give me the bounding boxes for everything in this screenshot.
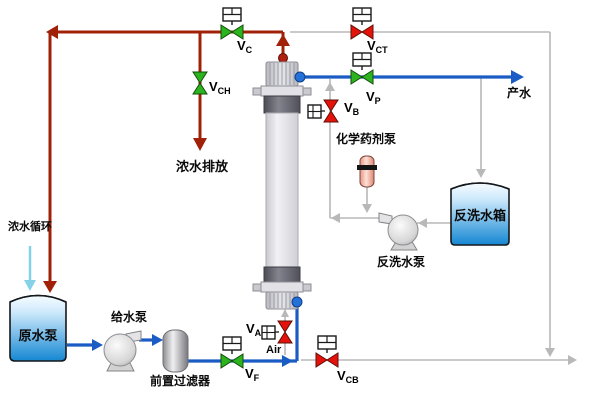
membrane-bottom-collar bbox=[263, 266, 301, 284]
label-concentrate-recycle: 浓水循环 bbox=[8, 221, 52, 233]
label-air: Air bbox=[266, 344, 282, 356]
chemical-band bbox=[357, 165, 377, 170]
arrow-riser-up bbox=[276, 34, 290, 46]
valve-vf-icon bbox=[220, 336, 244, 369]
valve-vch-tag: VCH bbox=[209, 79, 231, 96]
valve-vp-icon bbox=[350, 52, 374, 85]
arrow-backwash-left bbox=[331, 213, 340, 223]
arrow-pump-filter bbox=[152, 334, 163, 346]
valve-va-tag: VA bbox=[246, 321, 262, 338]
chemical-dosing-pump bbox=[357, 155, 377, 188]
arrow-into-backwash-tank bbox=[476, 169, 486, 178]
arrow-top-left bbox=[46, 25, 58, 39]
membrane-bottom-port-blue bbox=[291, 296, 303, 308]
label-backwash-pump: 反洗水泵 bbox=[377, 255, 426, 269]
arrow-into-raw-tank bbox=[43, 281, 57, 293]
valve-vcb-icon bbox=[315, 335, 339, 368]
valve-vcb-tag: VCB bbox=[337, 368, 359, 385]
arrow-chemical-down bbox=[362, 204, 372, 213]
membrane-body bbox=[265, 112, 299, 268]
arrow-right-drop-down bbox=[545, 348, 555, 357]
membrane-top-cap-ribs bbox=[269, 63, 295, 85]
arrow-product-right bbox=[511, 70, 524, 84]
valve-va-icon bbox=[261, 320, 293, 344]
prefilter-vessel bbox=[162, 329, 189, 373]
label-concentrate-discharge: 浓水排放 bbox=[176, 159, 229, 174]
backwash-tank-dome bbox=[450, 182, 510, 190]
membrane-top-collar bbox=[263, 95, 301, 114]
membrane-bottom-flange bbox=[260, 281, 304, 293]
arrow-backwash-up bbox=[325, 82, 335, 91]
arrow-tank-pump bbox=[92, 339, 103, 351]
label-chemical-dosing-pump: 化学药剂泵 bbox=[336, 132, 397, 146]
arrow-discharge-down bbox=[193, 138, 207, 151]
label-backwash-tank: 反洗水箱 bbox=[453, 208, 506, 223]
recycle-arrow-head bbox=[24, 280, 36, 291]
raw-water-tank bbox=[9, 294, 67, 362]
product-arrows bbox=[92, 70, 524, 367]
arrow-into-pump bbox=[418, 218, 427, 228]
chemical-cylinder bbox=[359, 155, 375, 188]
service-pipes bbox=[284, 31, 572, 361]
label-product-water: 产水 bbox=[507, 86, 532, 100]
arrow-feed-corner bbox=[282, 355, 293, 367]
valve-vp-tag: VP bbox=[366, 89, 381, 106]
membrane-top-port-blue bbox=[294, 71, 306, 83]
valve-vct-icon bbox=[350, 7, 374, 40]
service-arrows bbox=[281, 82, 577, 365]
label-raw-water-tank: 原水泵 bbox=[18, 328, 58, 343]
feed-pump-casing bbox=[103, 333, 137, 367]
arrow-drain-right bbox=[568, 355, 577, 365]
concentrate-arrows bbox=[43, 25, 290, 293]
valve-vct-tag: VCT bbox=[367, 38, 388, 55]
membrane-bottom-flange-tab-right bbox=[302, 283, 312, 292]
membrane-top-flange-tab-right bbox=[302, 87, 312, 96]
backwash-pump bbox=[378, 212, 419, 251]
membrane-top-flange-tab-left bbox=[252, 87, 262, 96]
arrow-air-up bbox=[281, 309, 289, 317]
valve-vb-icon bbox=[307, 99, 339, 123]
membrane-top-flange bbox=[260, 85, 304, 97]
membrane-top-port-red bbox=[278, 53, 288, 63]
valve-vc-icon bbox=[220, 7, 244, 40]
valve-vb-tag: VB bbox=[344, 100, 360, 117]
concentrate-pipes bbox=[48, 30, 285, 288]
valve-vf-tag: VF bbox=[245, 366, 260, 383]
label-prefilter: 前置过滤器 bbox=[150, 374, 211, 388]
raw-water-tank-dome bbox=[9, 294, 67, 303]
valve-vc-tag: VC bbox=[237, 38, 253, 55]
backwash-pump-casing bbox=[387, 214, 419, 246]
membrane-module bbox=[252, 53, 312, 310]
membrane-bottom-cap-ribs bbox=[269, 293, 295, 308]
label-feed-pump: 给水泵 bbox=[111, 310, 148, 324]
membrane-bottom-flange-tab-left bbox=[252, 283, 262, 292]
feed-pump bbox=[103, 330, 142, 372]
valve-vch-icon bbox=[192, 71, 208, 95]
backwash-tank bbox=[450, 182, 510, 246]
